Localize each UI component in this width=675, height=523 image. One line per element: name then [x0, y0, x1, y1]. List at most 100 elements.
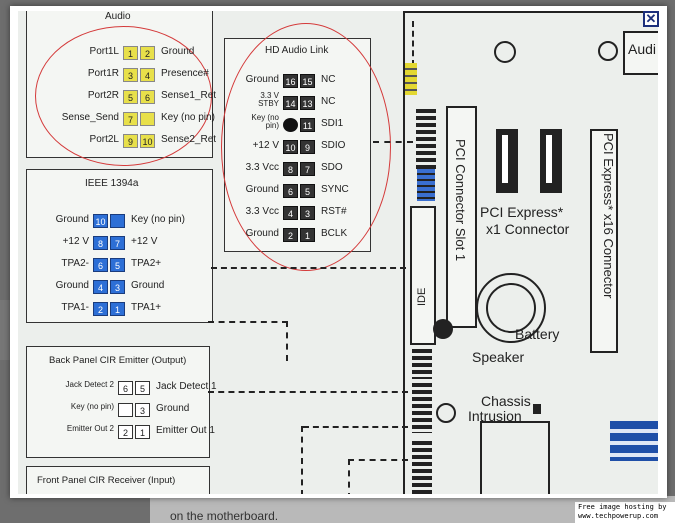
audio_block-pin-right-label: Sense1_Ret [161, 90, 217, 101]
ieee_block-pin-b: 1 [110, 302, 125, 316]
pcie-x1-slot-a-inner [502, 135, 508, 183]
ieee_block-pin-right-label: TPA1+ [131, 302, 162, 313]
blue-header [417, 169, 435, 201]
hd_audio_block-pin-right-label: SDIO [321, 140, 346, 151]
pcie-x1-slot-b-inner [546, 135, 552, 183]
hd_audio_block-pin-b: 3 [300, 206, 315, 220]
pcie-x1-label-line-2: x1 Connector [486, 221, 570, 237]
ieee_block-pin-a: 2 [93, 302, 108, 316]
ieee_block-pin-right-label: +12 V [131, 236, 158, 247]
pcie-x16-slot [590, 129, 618, 353]
background-caption: on the motherboard. [170, 509, 279, 523]
audio_block-pin-b [140, 112, 155, 126]
cir-emitter-block: Back Panel CIR Emitter (Output) [26, 346, 210, 458]
hd_audio_block-pin-b: 1 [300, 228, 315, 242]
ieee_block-pin-right-label: Ground [131, 280, 165, 291]
cir_emitter_block-pin-b: 1 [135, 425, 150, 439]
audio_block-pin-b: 10 [140, 134, 155, 148]
hd_audio_block-pin-right-label: BCLK [321, 228, 348, 239]
hd_audio_block-pin-a: 2 [283, 228, 298, 242]
hd-audio-highlight-ellipse [221, 23, 391, 271]
ieee_block-pin-a: 8 [93, 236, 108, 250]
audio_block-pin-a: 9 [123, 134, 138, 148]
cir_emitter_block-pin-right-label: Ground [156, 403, 190, 414]
hd_audio_block-pin-left-label: Key (no pin) [251, 113, 279, 130]
cir_emitter_block-pin-right-label: Jack Detect 1 [156, 381, 217, 392]
audio_block-pin-b: 2 [140, 46, 155, 60]
hd_audio_block-pin-left-label: Ground [245, 228, 279, 239]
bottom-header-pins-2 [422, 441, 432, 494]
cir_emitter_block-pin-b: 3 [135, 403, 150, 417]
cir-connector-line-c [208, 391, 408, 393]
hd-audio-header-pins [416, 109, 426, 169]
bottom-box [480, 421, 550, 494]
mount-hole-3 [598, 41, 618, 61]
hosting-credit[interactable]: Free image hosting by www.techpowerup.co… [575, 502, 675, 523]
image-lightbox: Audio HD Audio Link IEEE 1394a Back Pane… [10, 6, 667, 498]
ieee_block-pin-b: 3 [110, 280, 125, 294]
lower-connector-line [348, 459, 408, 461]
audio_block-pin-b: 4 [140, 68, 155, 82]
audio_block-pin-left-label: Port1R [87, 68, 119, 79]
hd_audio_block-pin-left-label: Ground [245, 74, 279, 85]
hd_audio_block-pin-a: 10 [283, 140, 298, 154]
cir-receiver-block: Front Panel CIR Receiver (Input) [26, 466, 210, 494]
pci-slot-label-text: PCI Connector Slot 1 [453, 139, 468, 262]
hd_audio_block-pin-left-label: Ground [245, 184, 279, 195]
hd_audio_block-pin-right-label: SDO [321, 162, 343, 173]
audio_block-pin-a: 3 [123, 68, 138, 82]
ieee_block-pin-b: 5 [110, 258, 125, 272]
hd_audio_block-pin-b: 9 [300, 140, 315, 154]
cir-connector-line-b [286, 321, 288, 361]
ieee-block-title: IEEE 1394a [85, 178, 139, 189]
audio-block-title: Audio [105, 11, 131, 22]
hd_audio_block-pin-left-label: +12 V [252, 140, 279, 151]
receiver-connector-line [303, 426, 408, 428]
close-button[interactable]: ✕ [643, 11, 659, 27]
cir_emitter_block-pin-left-label: Jack Detect 2 [65, 380, 114, 389]
ieee_block-pin-left-label: +12 V [62, 236, 89, 247]
hd_audio_block-pin-right-label: SYNC [321, 184, 349, 195]
cir-header-pins [412, 349, 422, 379]
cir-connector-line-a [208, 321, 288, 323]
audio_block-pin-a: 1 [123, 46, 138, 60]
hd_audio_block-pin-left-label: 3.3 V STBY [258, 91, 279, 108]
hd_audio_block-pin-a: 4 [283, 206, 298, 220]
speaker-icon [433, 319, 453, 339]
ieee_block-pin-b: 7 [110, 236, 125, 250]
ieee_block-pin-a: 6 [93, 258, 108, 272]
ieee_block-pin-left-label: TPA1- [61, 302, 89, 313]
motherboard-diagram-photo: Audio HD Audio Link IEEE 1394a Back Pane… [18, 11, 658, 494]
audio_block-pin-right-label: Presence# [161, 68, 209, 79]
hd_audio_block-pin-a [283, 118, 298, 132]
cir-header-pins-2 [422, 349, 432, 379]
hd-audio-header-pins-2 [426, 109, 436, 169]
pcie-x16-label-text: PCI Express* x16 Connector [601, 133, 616, 299]
pcie-x16-label: PCI Express* x16 Connector [601, 133, 616, 298]
audio_block-pin-left-label: Sense_Send [61, 112, 119, 123]
ieee_block-pin-left-label: Ground [55, 280, 89, 291]
hd_audio_block-pin-b: 15 [300, 74, 315, 88]
lower-connector-line-v [348, 459, 350, 494]
cir_emitter_block-pin-left-label: Key (no pin) [70, 402, 114, 411]
audio_block-pin-left-label: Port2R [87, 90, 119, 101]
cir_emitter_block-pin-a [118, 403, 133, 417]
hd-audio-connector-line [373, 141, 413, 143]
ieee_block-pin-a: 4 [93, 280, 108, 294]
hd_audio_block-pin-a: 8 [283, 162, 298, 176]
battery-outer [476, 273, 546, 343]
bottom-header-pins [412, 441, 422, 494]
hd_audio_block-pin-right-label: RST# [321, 206, 347, 217]
hd_audio_block-pin-a: 6 [283, 184, 298, 198]
hd_audio_block-pin-a: 14 [283, 96, 298, 110]
cir_emitter_block-pin-a: 6 [118, 381, 133, 395]
ieee-connector-line [211, 267, 406, 269]
chassis-label-line-2: Intrusion [468, 408, 522, 424]
lower-header-pins-2 [422, 383, 432, 433]
speaker-label: Speaker [472, 349, 525, 365]
hd_audio_block-pin-right-label: NC [321, 74, 336, 85]
ieee_block-pin-right-label: TPA2+ [131, 258, 162, 269]
cir_emitter_block-pin-b: 5 [135, 381, 150, 395]
cir_emitter_block-pin-a: 2 [118, 425, 133, 439]
hd_audio_block-pin-left-label: 3.3 Vcc [245, 162, 279, 173]
